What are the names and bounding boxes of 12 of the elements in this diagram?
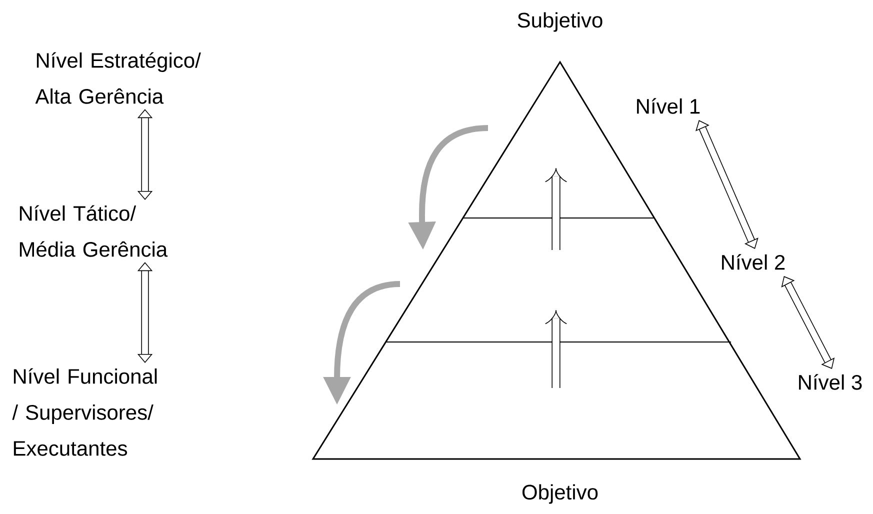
level-text: Nível 2 <box>722 254 785 270</box>
level-text: Nível 1 <box>637 98 700 114</box>
axis-label: Subjetivo <box>518 12 602 32</box>
double-arrow <box>781 276 835 369</box>
double-arrow <box>137 109 153 200</box>
double-arrow <box>137 262 153 363</box>
double-arrow <box>696 120 758 249</box>
axis-label: Objetivo <box>522 484 598 504</box>
level-text: Nível Tático/ Média Gerência <box>20 205 168 257</box>
level-text: Nível 3 <box>799 374 862 390</box>
level-text: Nível Estratégico/ Alta Gerência <box>35 52 201 104</box>
level-text: Nível Funcional / Supervisores/ Executantes <box>12 368 157 456</box>
